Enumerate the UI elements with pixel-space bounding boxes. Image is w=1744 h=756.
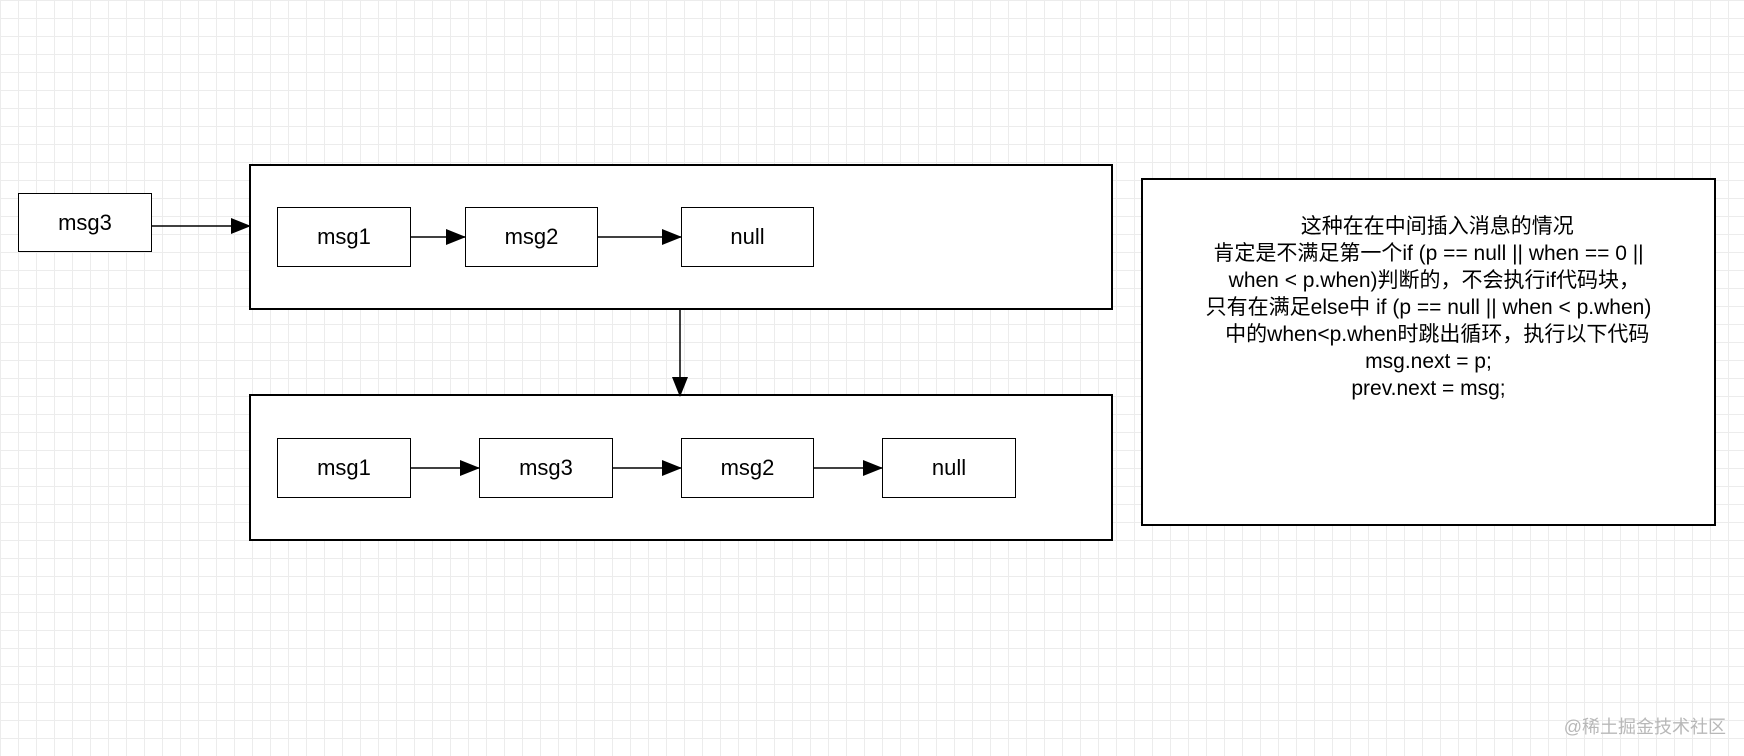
before-node-null: null xyxy=(681,207,814,267)
note-line-1: 这种在在中间插入消息的情况 xyxy=(1283,215,1574,238)
explanation-note: 这种在在中间插入消息的情况 肯定是不满足第一个if (p == null || … xyxy=(1141,178,1716,526)
after-node-null: null xyxy=(882,438,1016,498)
source-node-msg3: msg3 xyxy=(18,193,152,252)
note-line-3: when < p.when)判断的，不会执行if代码块， xyxy=(1216,269,1640,292)
note-line-4: 只有在满足else中 if (p == null || when < p.whe… xyxy=(1205,296,1652,319)
before-node-msg1: msg1 xyxy=(277,207,411,267)
note-line-6: msg.next = p; xyxy=(1365,350,1492,373)
after-node-msg2: msg2 xyxy=(681,438,814,498)
after-node-msg1: msg1 xyxy=(277,438,411,498)
note-line-7: prev.next = msg; xyxy=(1351,377,1506,400)
note-line-2: 肯定是不满足第一个if (p == null || when == 0 || xyxy=(1213,242,1644,265)
after-node-msg3: msg3 xyxy=(479,438,613,498)
before-node-msg2: msg2 xyxy=(465,207,598,267)
watermark: @稀土掘金技术社区 xyxy=(1563,717,1726,737)
note-line-5: 中的when<p.when时跳出循环，执行以下代码 xyxy=(1207,323,1650,346)
